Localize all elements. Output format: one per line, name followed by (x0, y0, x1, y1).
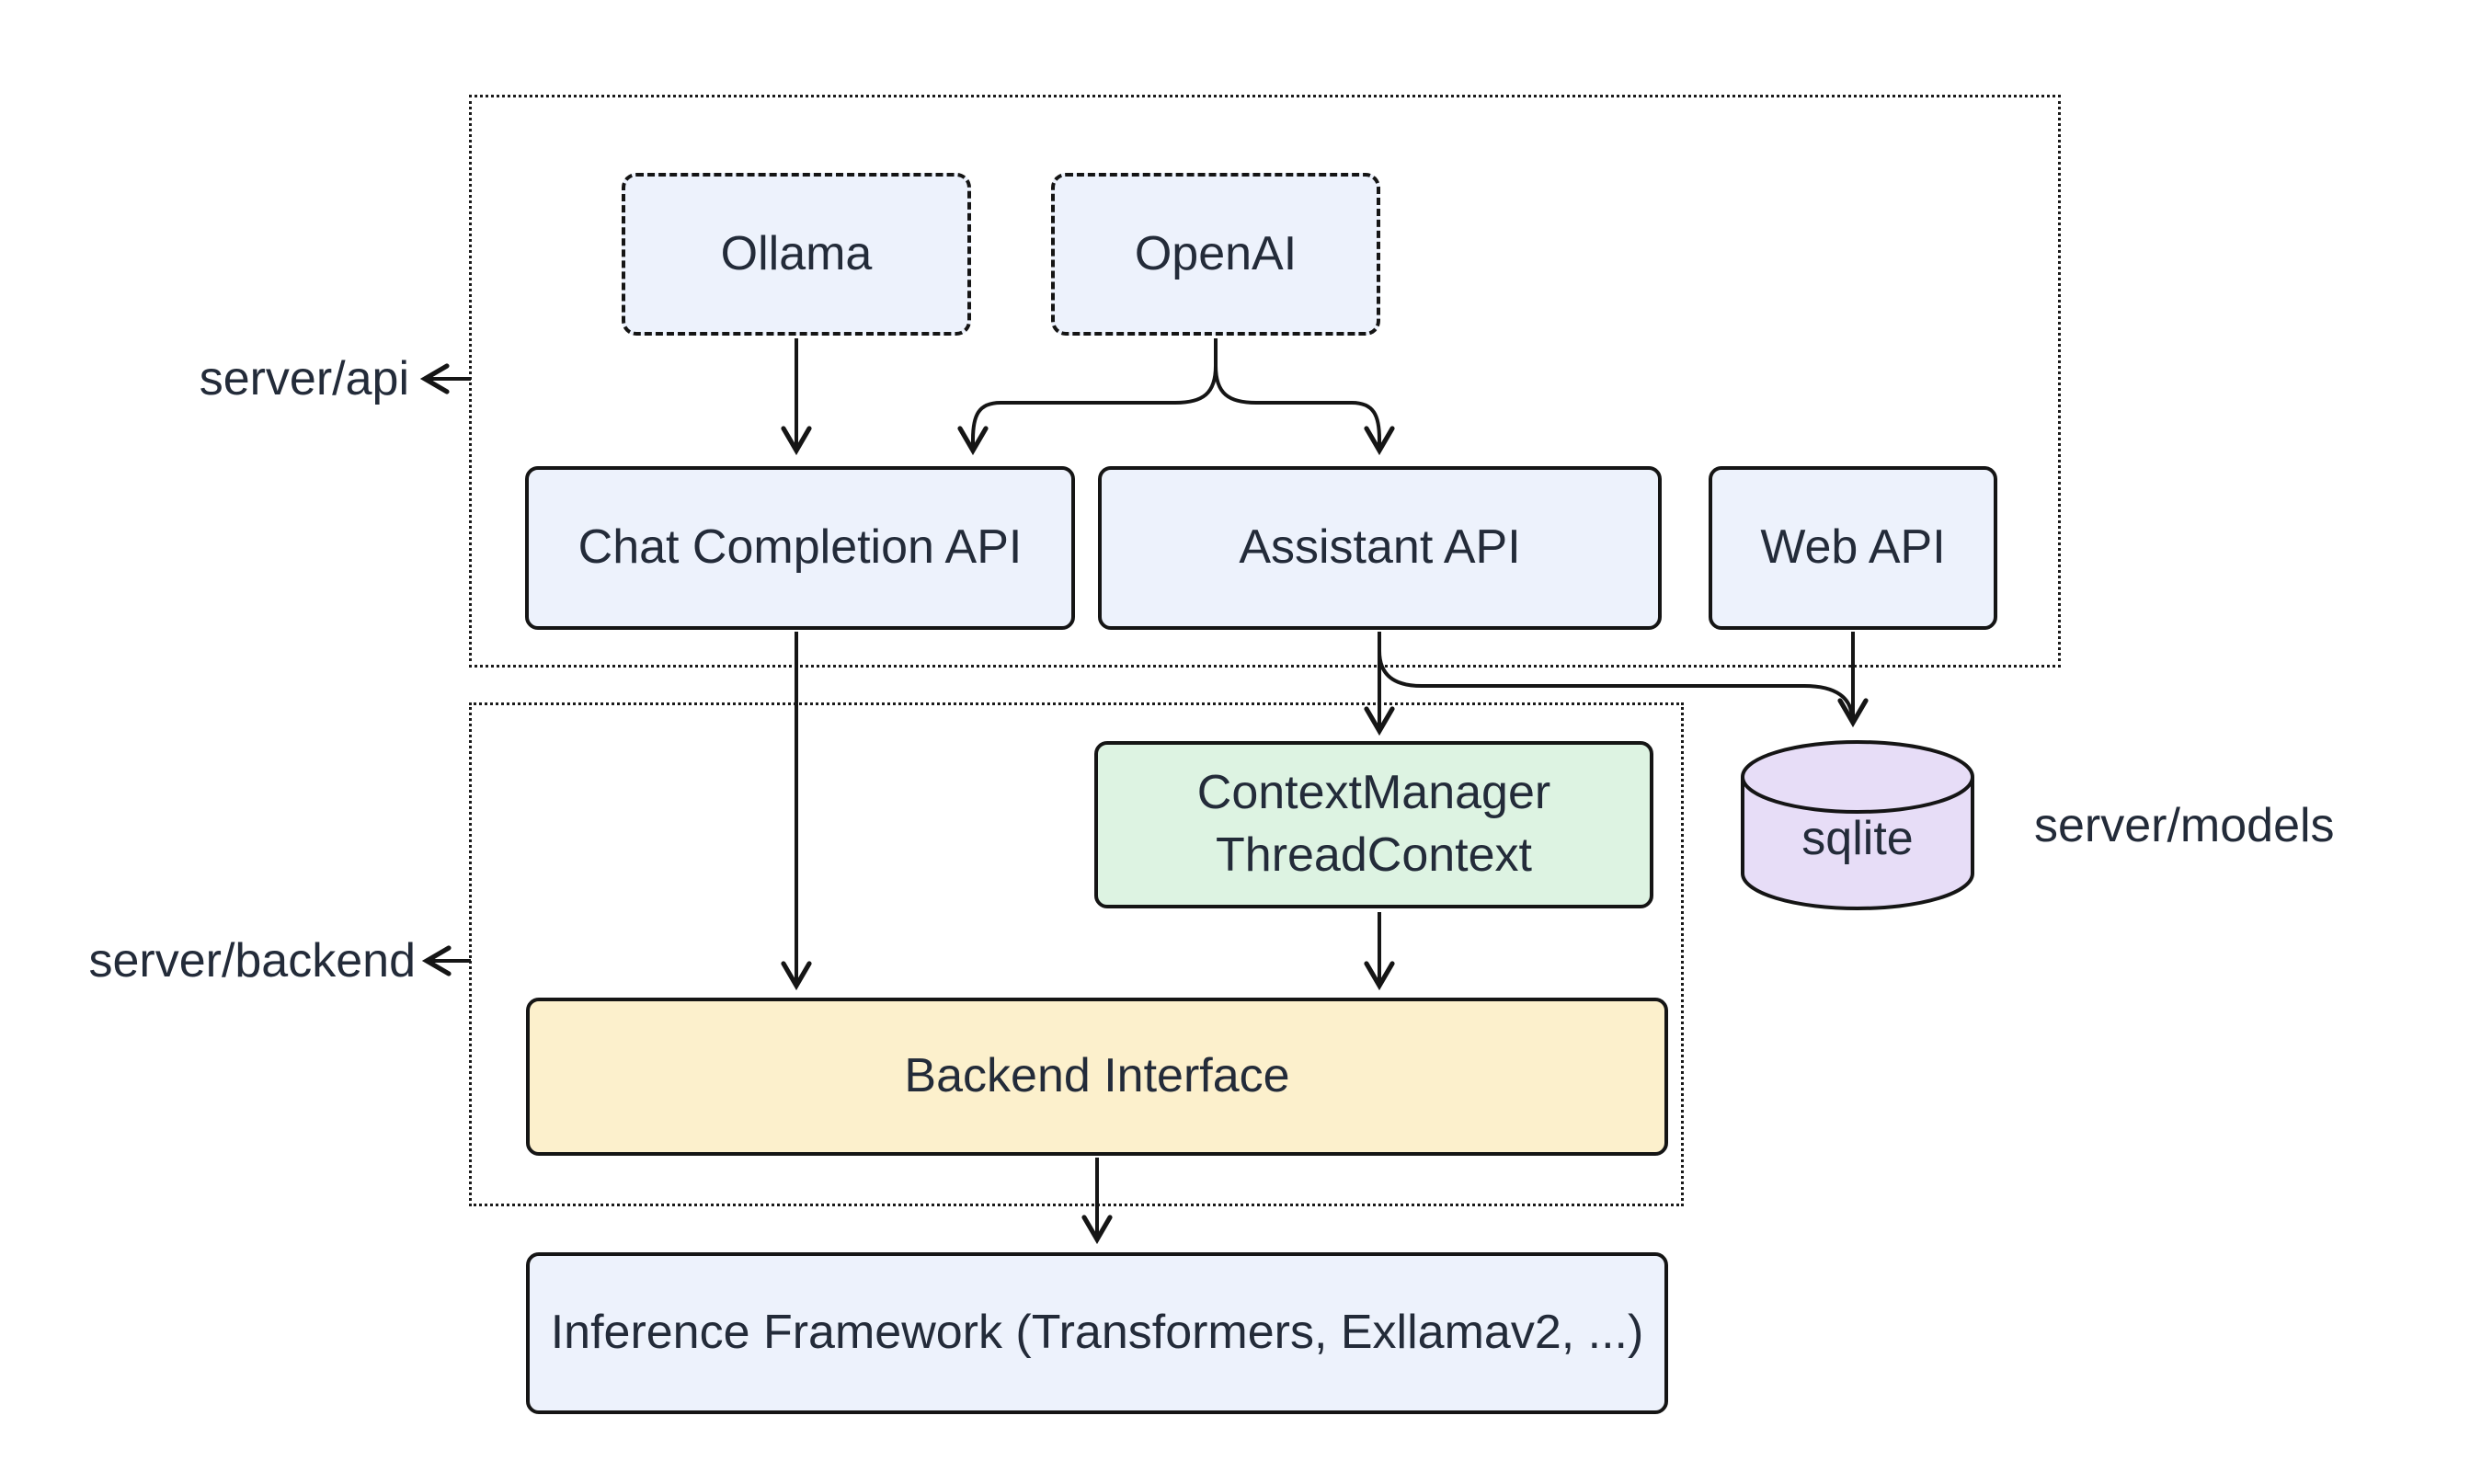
node-ollama: Ollama (622, 173, 971, 336)
edge-assistant-sqlite (1378, 650, 1854, 718)
container-server-backend (469, 702, 1684, 1206)
sqlite-text: sqlite (1801, 812, 1914, 865)
node-backend-interface-label: Backend Interface (904, 1049, 1290, 1103)
node-chat-completion-api: Chat Completion API (525, 466, 1075, 630)
label-server-backend: server/backend (88, 934, 416, 987)
node-backend-interface: Backend Interface (526, 998, 1668, 1156)
container-server-api (469, 95, 2061, 668)
node-assistant-api-label: Assistant API (1239, 520, 1521, 575)
node-inference-framework: Inference Framework (Transformers, Exlla… (526, 1252, 1668, 1414)
edge-openai-assistant (1214, 365, 1395, 456)
node-context-manager-line1: ContextManager (1196, 766, 1551, 820)
sqlite-cylinder (1741, 740, 1974, 910)
node-context-manager: ContextManager ThreadContext (1094, 741, 1653, 908)
edge-openai-chat-completion (957, 338, 1218, 456)
node-chat-completion-api-label: Chat Completion API (577, 520, 1023, 575)
node-assistant-api: Assistant API (1098, 466, 1662, 630)
node-web-api: Web API (1709, 466, 1997, 630)
node-context-manager-line2: ThreadContext (1216, 828, 1532, 882)
node-inference-framework-label: Inference Framework (Transformers, Exlla… (550, 1306, 1644, 1360)
node-web-api-label: Web API (1760, 520, 1946, 575)
node-openai-label: OpenAI (1134, 226, 1298, 280)
node-ollama-label: Ollama (720, 226, 873, 280)
label-server-models: server/models (2034, 799, 2335, 852)
node-openai: OpenAI (1051, 173, 1380, 336)
label-server-api: server/api (199, 352, 409, 405)
node-sqlite-label: sqlite (1743, 807, 1973, 870)
